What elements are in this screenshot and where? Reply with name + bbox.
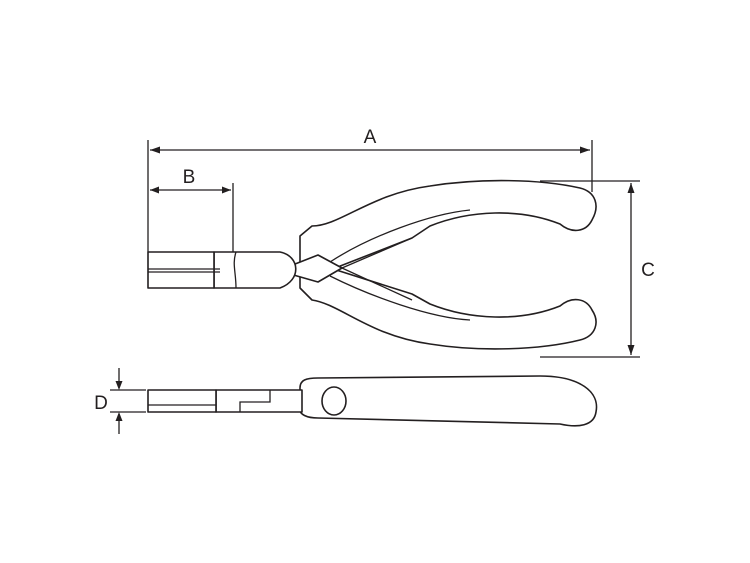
side-joint	[215, 389, 303, 413]
dimension-b: B	[150, 167, 234, 252]
side-rivet	[321, 386, 347, 416]
dimension-a: A	[147, 127, 593, 252]
pliers-top-view	[147, 179, 597, 350]
dimension-c-label: C	[641, 260, 655, 281]
dimension-d: D	[94, 368, 146, 434]
upper-handle	[299, 179, 597, 275]
jaw-tips	[147, 251, 215, 289]
dimension-d-label: D	[94, 393, 108, 414]
side-jaws	[147, 389, 217, 413]
dimension-c: C	[540, 180, 655, 358]
dimension-b-label: B	[183, 167, 196, 188]
lower-handle	[299, 267, 597, 350]
side-handle	[299, 375, 598, 427]
pliers-side-view	[147, 375, 598, 427]
dimension-a-label: A	[364, 127, 377, 148]
joint	[213, 251, 297, 289]
